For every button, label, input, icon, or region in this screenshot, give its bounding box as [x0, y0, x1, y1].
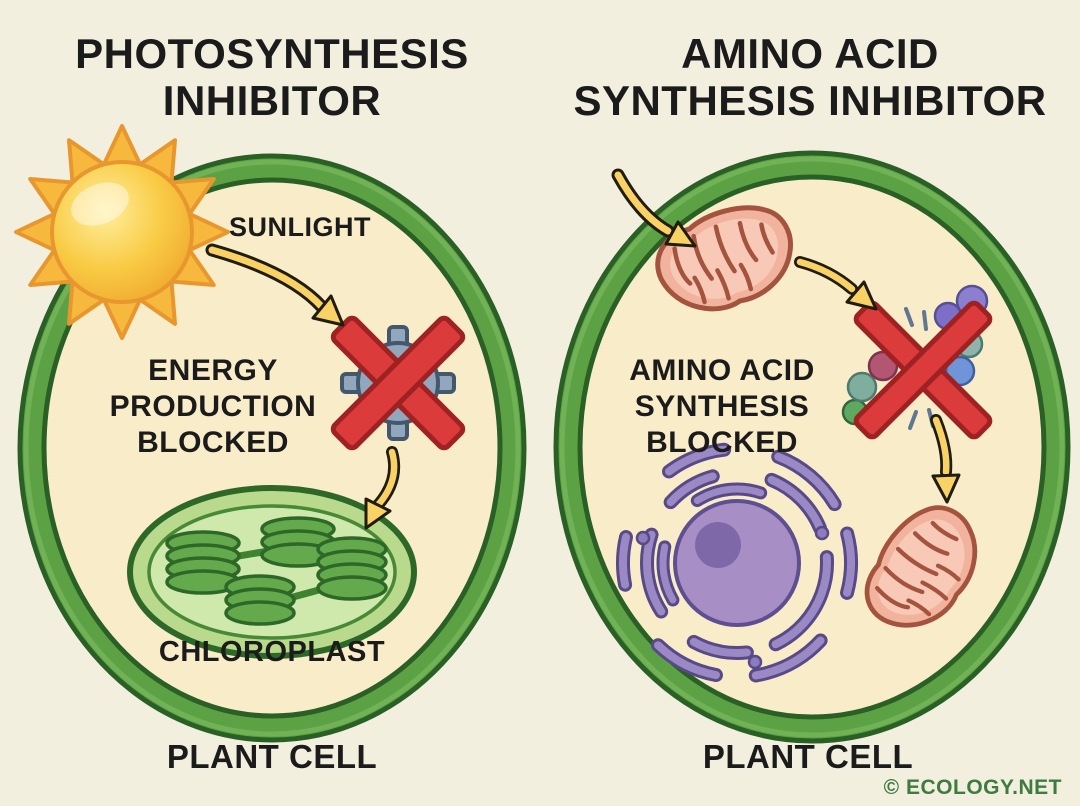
- chloroplast-organelle: [127, 485, 417, 659]
- amino-blocked-label: AMINO ACID SYNTHESIS BLOCKED: [572, 353, 872, 461]
- blocked-line: ENERGY: [148, 354, 278, 387]
- chloroplast-label: CHLOROPLAST: [158, 636, 386, 668]
- red-x-blocked-icon-left: [330, 315, 466, 451]
- plant-cell-label-right: PLANT CELL: [702, 738, 914, 775]
- energy-blocked-label: ENERGY PRODUCTION BLOCKED: [63, 353, 363, 461]
- title-line: PHOTOSYNTHESIS: [75, 30, 469, 77]
- blocked-line: BLOCKED: [646, 426, 798, 459]
- title-line: INHIBITOR: [162, 77, 382, 124]
- endoplasmic-reticulum: [616, 442, 858, 684]
- blocked-line: AMINO ACID: [629, 354, 815, 387]
- sunlight-label: SUNLIGHT: [229, 212, 371, 242]
- credit-watermark: © ECOLOGY.NET: [883, 776, 1062, 799]
- arrow-to-chloroplast-icon: [364, 446, 401, 530]
- sunlight-arrow-icon: [205, 243, 345, 327]
- arrow-mito-to-x-icon: [794, 256, 878, 311]
- title-line: AMINO ACID: [681, 30, 939, 77]
- nucleolus: [695, 522, 741, 568]
- left-panel-title: PHOTOSYNTHESIS INHIBITOR: [30, 30, 514, 124]
- blocked-line: SYNTHESIS: [634, 390, 810, 423]
- nucleus-with-er: [616, 442, 858, 684]
- title-line: SYNTHESIS INHIBITOR: [573, 77, 1047, 124]
- right-panel-title: AMINO ACID SYNTHESIS INHIBITOR: [566, 30, 1054, 124]
- blocked-line: BLOCKED: [137, 426, 289, 459]
- grana-stacks: [165, 516, 388, 626]
- blocked-line: PRODUCTION: [109, 390, 317, 423]
- nucleus: [673, 499, 801, 627]
- arrow-into-cell-icon: [611, 168, 697, 248]
- red-x-blocked-icon-right: [853, 300, 993, 440]
- arrow-x-to-mito-icon: [930, 414, 961, 504]
- sun-icon: [14, 124, 230, 340]
- plant-cell-label-left: PLANT CELL: [166, 738, 378, 775]
